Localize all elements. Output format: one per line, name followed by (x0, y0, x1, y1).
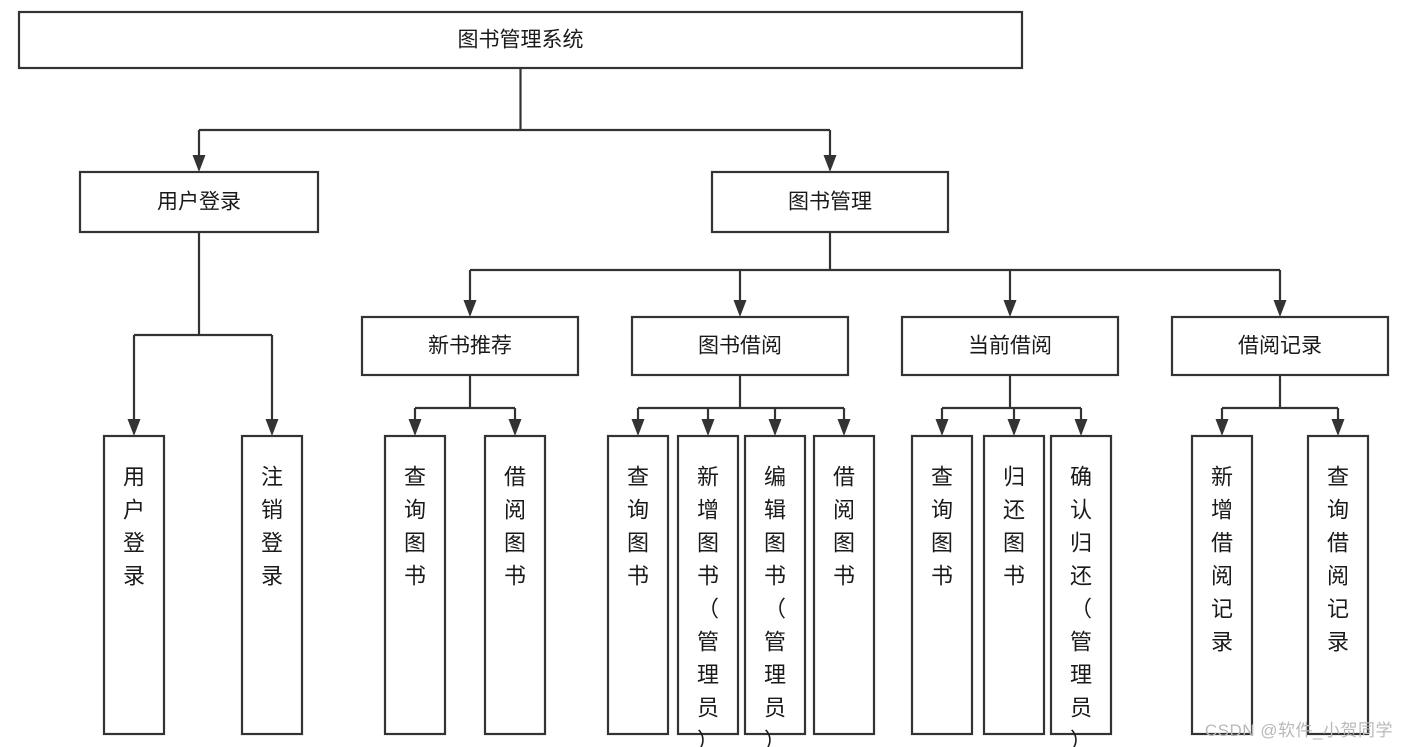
node-root[interactable]: 图书管理系统 (17, 10, 1024, 70)
node-label-leaf-query-book-2: 查询图书 (627, 464, 649, 588)
node-label-book-manage: 图书管理 (788, 191, 872, 214)
node-label-leaf-logout: 注销登录 (261, 464, 283, 588)
node-box-leaf-add-book (676, 434, 740, 736)
node-new-book-rec[interactable]: 新书推荐 (360, 315, 580, 377)
node-label-leaf-edit-book: 编辑图书（管理员） (764, 464, 786, 747)
node-box-leaf-return-book (982, 434, 1046, 736)
book-borrow-fanout-branch-3-arrowhead (837, 419, 851, 436)
node-box-new-book-rec (360, 315, 580, 377)
user-login-fanout-branch-0-arrowhead (127, 419, 141, 436)
borrow-record-fanout-branch-1-arrowhead (1331, 419, 1345, 436)
node-borrow-record[interactable]: 借阅记录 (1170, 315, 1390, 377)
node-label-leaf-borrow-book-2: 借阅图书 (833, 464, 855, 588)
watermark-label: CSDN @软件_小贺同学 (1204, 721, 1393, 740)
book-manage-fanout-branch-3-arrowhead (1273, 300, 1287, 317)
current-borrow-fanout-branch-2-arrowhead (1074, 419, 1088, 436)
node-book-borrow[interactable]: 图书借阅 (630, 315, 850, 377)
node-leaf-query-record[interactable]: 查询借阅记录 (1306, 434, 1370, 736)
node-box-borrow-record (1170, 315, 1390, 377)
book-borrow-fanout-branch-2-arrowhead (768, 419, 782, 436)
new-book-rec-fanout-branch-0-arrowhead (408, 419, 422, 436)
book-manage-fanout-branch-2-arrowhead (1003, 300, 1017, 317)
node-leaf-query-book-2[interactable]: 查询图书 (606, 434, 670, 736)
node-box-book-manage (710, 170, 950, 234)
node-label-new-book-rec: 新书推荐 (428, 335, 512, 358)
current-borrow-fanout-branch-1-arrowhead (1007, 419, 1021, 436)
node-box-leaf-add-record (1190, 434, 1254, 736)
node-label-leaf-user-login: 用户登录 (123, 464, 145, 588)
node-box-current-borrow (900, 315, 1120, 377)
node-box-book-borrow (630, 315, 850, 377)
node-box-root (17, 10, 1024, 70)
node-label-leaf-query-book-1: 查询图书 (404, 464, 426, 588)
node-leaf-borrow-book-2[interactable]: 借阅图书 (812, 434, 876, 736)
node-leaf-add-book[interactable]: 新增图书（管理员） (676, 434, 740, 747)
user-login-fanout-branch-1-arrowhead (265, 419, 279, 436)
book-manage-fanout-branch-0-arrowhead (463, 300, 477, 317)
node-label-leaf-borrow-book-1: 借阅图书 (504, 464, 526, 588)
new-book-rec-fanout-branch-1-arrowhead (508, 419, 522, 436)
node-label-user-login: 用户登录 (157, 191, 241, 214)
node-label-leaf-query-record: 查询借阅记录 (1327, 464, 1349, 654)
node-label-leaf-return-book: 归还图书 (1003, 464, 1025, 588)
node-label-leaf-confirm-return: 确认归还（管理员） (1070, 464, 1092, 747)
node-label-leaf-query-book-3: 查询图书 (931, 464, 953, 588)
node-user-login[interactable]: 用户登录 (78, 170, 320, 234)
node-box-leaf-logout (240, 434, 304, 736)
root-fanout-branch-0-arrowhead (192, 155, 206, 172)
node-box-leaf-confirm-return (1049, 434, 1113, 736)
node-label-borrow-record: 借阅记录 (1238, 335, 1322, 358)
book-borrow-fanout-branch-1-arrowhead (701, 419, 715, 436)
node-leaf-query-book-3[interactable]: 查询图书 (910, 434, 974, 736)
node-label-root: 图书管理系统 (458, 29, 584, 52)
node-leaf-confirm-return[interactable]: 确认归还（管理员） (1049, 434, 1113, 747)
node-box-user-login (78, 170, 320, 234)
book-borrow-fanout-branch-0-arrowhead (631, 419, 645, 436)
book-manage-fanout-branch-1-arrowhead (733, 300, 747, 317)
node-box-leaf-edit-book (743, 434, 807, 736)
node-label-leaf-add-record: 新增借阅记录 (1211, 464, 1233, 654)
node-layer: 图书管理系统用户登录图书管理新书推荐图书借阅当前借阅借阅记录用户登录注销登录查询… (17, 10, 1390, 747)
node-current-borrow[interactable]: 当前借阅 (900, 315, 1120, 377)
borrow-record-fanout-branch-0-arrowhead (1215, 419, 1229, 436)
node-box-leaf-query-book-1 (383, 434, 447, 736)
node-label-book-borrow: 图书借阅 (698, 335, 782, 358)
connector-layer (127, 68, 1345, 436)
node-box-leaf-query-book-2 (606, 434, 670, 736)
node-leaf-logout[interactable]: 注销登录 (240, 434, 304, 736)
node-label-current-borrow: 当前借阅 (968, 335, 1052, 358)
node-box-leaf-query-book-3 (910, 434, 974, 736)
node-leaf-add-record[interactable]: 新增借阅记录 (1190, 434, 1254, 736)
root-fanout-branch-1-arrowhead (823, 155, 837, 172)
node-box-leaf-query-record (1306, 434, 1370, 736)
node-box-leaf-borrow-book-2 (812, 434, 876, 736)
node-label-leaf-add-book: 新增图书（管理员） (697, 464, 719, 747)
node-box-leaf-borrow-book-1 (483, 434, 547, 736)
node-leaf-return-book[interactable]: 归还图书 (982, 434, 1046, 736)
node-leaf-edit-book[interactable]: 编辑图书（管理员） (743, 434, 807, 747)
node-box-leaf-user-login (102, 434, 166, 736)
node-leaf-user-login[interactable]: 用户登录 (102, 434, 166, 736)
node-book-manage[interactable]: 图书管理 (710, 170, 950, 234)
current-borrow-fanout-branch-0-arrowhead (935, 419, 949, 436)
node-leaf-query-book-1[interactable]: 查询图书 (383, 434, 447, 736)
node-leaf-borrow-book-1[interactable]: 借阅图书 (483, 434, 547, 736)
